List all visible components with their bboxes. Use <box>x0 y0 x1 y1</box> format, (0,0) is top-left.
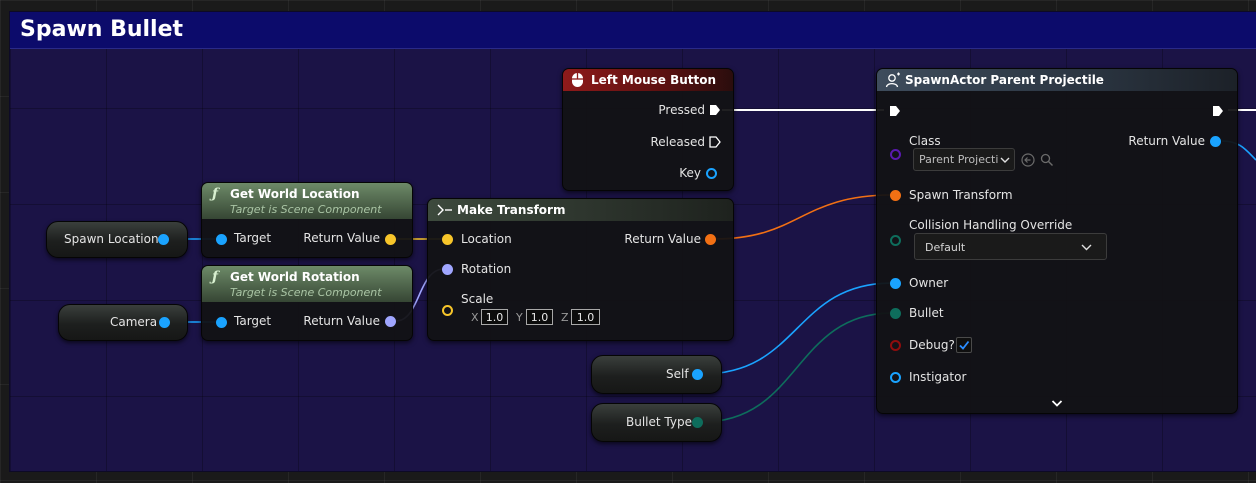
debug-checkbox[interactable] <box>956 337 972 353</box>
node-title: Left Mouse Button <box>591 73 717 87</box>
pin-return-value[interactable] <box>705 234 716 245</box>
pin-label-scale: Scale <box>461 292 494 306</box>
browse-search-icon[interactable] <box>1040 153 1054 167</box>
pin-debug[interactable] <box>890 340 901 351</box>
collision-dropdown-value: Default <box>925 241 966 254</box>
pin-variable-out[interactable] <box>159 317 170 328</box>
scale-z-input[interactable]: 1.0 <box>571 309 600 325</box>
pin-return-value[interactable] <box>385 316 396 327</box>
left-mouse-button-node[interactable]: Left Mouse Button Pressed Released Key <box>562 68 734 191</box>
variable-label: Bullet Type <box>626 415 692 429</box>
scale-y-label: Y <box>516 311 523 324</box>
pin-location[interactable] <box>442 234 453 245</box>
node-header: SpawnActor Parent Projectile <box>877 69 1237 91</box>
exec-pin-pressed[interactable] <box>709 104 721 116</box>
node-header: Make Transform <box>428 199 733 221</box>
pin-label-debug: Debug? <box>909 338 955 352</box>
pin-target[interactable] <box>216 234 227 245</box>
node-subtitle: Target is Scene Component <box>230 203 382 216</box>
pin-label-rotation: Rotation <box>461 262 512 276</box>
make-transform-node[interactable]: Make Transform Location Return Value Rot… <box>427 198 734 341</box>
pin-label-return-value: Return Value <box>624 232 701 246</box>
function-icon: ƒ <box>212 186 219 202</box>
pin-label-collision-handling: Collision Handling Override <box>909 218 1073 232</box>
class-dropdown-value: Parent Projecti <box>919 153 999 166</box>
pin-key[interactable] <box>706 168 717 179</box>
pin-return-value[interactable] <box>1210 136 1221 147</box>
use-selected-icon[interactable] <box>1021 153 1035 167</box>
pin-variable-out[interactable] <box>692 369 703 380</box>
class-dropdown[interactable]: Parent Projecti <box>913 148 1015 171</box>
pin-label-class: Class <box>909 134 941 148</box>
function-icon: ƒ <box>212 269 219 285</box>
pin-label-return-value: Return Value <box>1128 134 1205 148</box>
spawn-actor-icon <box>885 72 900 88</box>
node-title: Make Transform <box>457 203 566 217</box>
pin-label-spawn-transform: Spawn Transform <box>909 188 1013 202</box>
pin-spawn-transform[interactable] <box>890 190 901 201</box>
pin-instigator[interactable] <box>890 372 901 383</box>
pin-label-instigator: Instigator <box>909 370 967 384</box>
chevron-down-icon <box>1081 244 1092 251</box>
node-header: ƒ Get World Rotation Target is Scene Com… <box>202 266 412 302</box>
spawn-location-variable[interactable]: Spawn Location <box>46 221 188 258</box>
spawn-actor-node[interactable]: SpawnActor Parent Projectile Class Paren… <box>876 68 1238 414</box>
advanced-pins-chevron-icon[interactable] <box>1051 399 1063 408</box>
pin-owner[interactable] <box>890 278 901 289</box>
variable-label: Camera <box>110 315 158 329</box>
variable-label: Self <box>666 367 689 381</box>
get-world-location-node[interactable]: ƒ Get World Location Target is Scene Com… <box>201 182 413 258</box>
self-variable[interactable]: Self <box>591 355 722 394</box>
node-header: Left Mouse Button <box>563 69 733 91</box>
pin-label-return-value: Return Value <box>303 314 380 328</box>
pin-bullet[interactable] <box>890 308 901 319</box>
pin-label-released: Released <box>650 135 705 149</box>
checkmark-icon <box>959 340 970 350</box>
node-title: Get World Location <box>230 187 360 201</box>
get-world-rotation-node[interactable]: ƒ Get World Rotation Target is Scene Com… <box>201 265 413 341</box>
scale-z-label: Z <box>561 311 569 324</box>
pin-variable-out[interactable] <box>692 417 703 428</box>
camera-variable[interactable]: Camera <box>58 304 188 341</box>
wire-self-owner <box>701 282 893 375</box>
node-header: ƒ Get World Location Target is Scene Com… <box>202 183 412 219</box>
bullet-type-variable[interactable]: Bullet Type <box>591 403 722 442</box>
exec-pin-out[interactable] <box>1212 105 1224 117</box>
pin-scale[interactable] <box>442 305 453 316</box>
wire-bullet <box>701 312 893 423</box>
node-title: SpawnActor Parent Projectile <box>905 73 1104 87</box>
exec-pin-in[interactable] <box>889 105 901 117</box>
scale-x-input[interactable]: 1.0 <box>481 309 508 325</box>
pin-return-value[interactable] <box>385 234 396 245</box>
node-title: Get World Rotation <box>230 270 360 284</box>
node-subtitle: Target is Scene Component <box>230 286 382 299</box>
pin-label-target: Target <box>234 314 272 328</box>
pin-label-key: Key <box>679 166 701 180</box>
mouse-icon <box>572 73 583 87</box>
pin-label-bullet: Bullet <box>909 306 944 320</box>
pin-label-location: Location <box>461 232 512 246</box>
pin-label-target: Target <box>234 231 272 245</box>
scale-y-input[interactable]: 1.0 <box>526 309 553 325</box>
make-struct-icon <box>437 204 452 216</box>
pin-target[interactable] <box>216 317 227 328</box>
pin-label-return-value: Return Value <box>303 231 380 245</box>
collision-handling-dropdown[interactable]: Default <box>914 233 1107 260</box>
pin-collision-handling[interactable] <box>890 235 901 246</box>
comment-header[interactable]: Spawn Bullet <box>10 12 1256 49</box>
scale-x-label: X <box>471 311 479 324</box>
pin-label-owner: Owner <box>909 276 949 290</box>
pin-class[interactable] <box>890 149 901 160</box>
pin-variable-out[interactable] <box>158 234 169 245</box>
exec-pin-released[interactable] <box>709 136 721 148</box>
comment-title: Spawn Bullet <box>20 17 184 42</box>
chevron-down-icon <box>1000 157 1010 163</box>
pin-label-pressed: Pressed <box>658 103 705 117</box>
wire-transform <box>713 194 893 240</box>
pin-rotation[interactable] <box>442 264 453 275</box>
variable-label: Spawn Location <box>64 232 159 246</box>
